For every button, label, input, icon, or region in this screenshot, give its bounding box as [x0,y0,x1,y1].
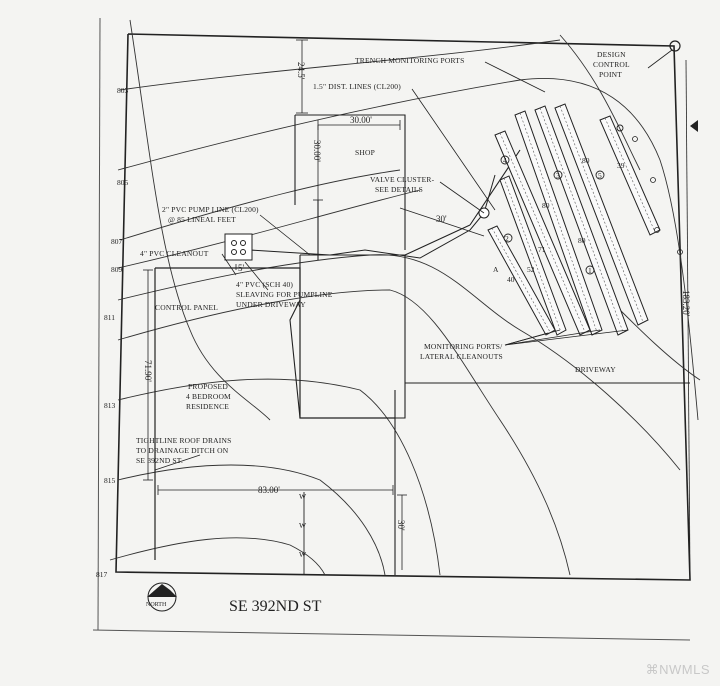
elevation-labels: 803 805 807 809 811 813 815 817 [96,86,129,579]
watermark: ⌘NWMLS [645,662,710,677]
trench-label: 52 [527,265,535,274]
lot-east-dim: 183.20' [681,290,691,317]
sleaving-label: UNDER DRIVEWAY [236,300,306,309]
valve-cluster-label: VALVE CLUSTER- [370,175,435,184]
design-control-point-label: CONTROL [593,60,630,69]
svg-text:2: 2 [505,234,509,243]
trench-label: 80 [578,236,586,245]
north-label: NORTH [146,602,167,608]
house-width-dim: 83.00' [258,485,280,495]
elevation-label: 815 [104,476,116,485]
sleaving-label: 4" PVC (SCH 40) [236,280,293,289]
elevation-label: 809 [111,265,123,274]
design-control-point-label: DESIGN [597,50,626,59]
valve-cluster-label: SEE DETAILS [375,185,423,194]
contour-lines [109,19,701,576]
trench-centerlines [491,105,656,333]
shop-width-dim: 30.00' [350,115,372,125]
residence-label: PROPOSED [188,382,228,391]
water-line-label: W [299,492,307,501]
watermark-logo-icon: ⌘ [645,662,660,677]
street-name: SE 392ND ST [229,598,322,615]
trench-label: 71 [538,245,546,254]
driveway-outline [289,149,690,575]
trench-label: 80 [542,201,550,210]
elevation-label: 807 [111,237,123,246]
sleaving-label: SLEAVING FOR PUMPLINE [236,290,333,299]
pump-chamber [224,233,253,261]
pump-line [249,174,496,259]
cleanout-label: 4" PVC CLEANOUT [140,249,209,258]
roof-drains-label: SE 392ND ST. [136,456,183,465]
water-line-label: W [299,550,307,559]
pump-line-label: 2" PVC PUMP LINE (CL200) [162,205,259,214]
roof-drains-label: TO DRAINAGE DITCH ON [136,446,229,455]
cleanout-offset-dim: 5' [238,263,245,273]
svg-text:3: 3 [556,171,560,180]
svg-text:4: 4 [503,156,507,165]
control-panel-label: CONTROL PANEL [155,303,218,312]
trench-label: 39 [617,161,625,170]
trench-monitoring-ports-label: TRENCH MONITORING PORTS [355,56,464,65]
elevation-label: 813 [104,401,116,410]
house-depth-dim: 71.90' [143,360,153,382]
residence-outline [154,267,395,560]
design-control-point-marker [669,40,681,52]
trench-length-labels: A 40 52 71 80 80 80 39 [493,156,625,284]
setback-top-dim: 24.5' [296,62,306,80]
pump-line-label: @ 85 LINEAL FEET [168,215,236,224]
elevation-label: 811 [104,313,115,322]
trench-number-labels: 2 3 1 4 5 [503,156,602,275]
shop-building [294,114,406,260]
monitoring-ports-label: LATERAL CLEANOUTS [420,352,503,361]
roof-drains-label: TIGHTLINE ROOF DRAINS [136,436,231,445]
trench-label: A [493,265,499,274]
monitoring-ports-label: MONITORING PORTS/ [424,342,503,351]
elevation-label: 805 [117,178,129,187]
elevation-label: 803 [117,86,129,95]
valve-offset-dim: 30' [436,214,447,224]
dimension-lines [143,39,691,576]
trench-label: 80 [582,156,590,165]
leader-lines [154,49,673,471]
shop-depth-dim: 30.00' [312,140,322,162]
north-arrow: NORTH [146,582,177,612]
drainfield-trenches [487,103,661,336]
elevation-label: 817 [96,570,108,579]
design-control-point-label: POINT [599,70,622,79]
residence-label: 4 BEDROOM [186,392,231,401]
trench [499,175,567,336]
shop-label: SHOP [355,148,375,157]
svg-text:5: 5 [598,171,602,180]
trench-label: 40 [507,275,515,284]
edge-arrow-icon [690,120,698,132]
residence-label: RESIDENCE [186,402,229,411]
svg-text:1: 1 [588,266,592,275]
water-line-label: W [299,521,307,530]
sheet-frame [92,17,691,641]
site-markers [632,136,683,255]
dist-lines-label: 1.5" DIST. LINES (CL200) [313,82,401,91]
driveway-label: DRIVEWAY [575,365,616,374]
trench [599,115,661,236]
property-boundary [115,33,691,581]
road-setback-dim: 30' [396,520,406,531]
